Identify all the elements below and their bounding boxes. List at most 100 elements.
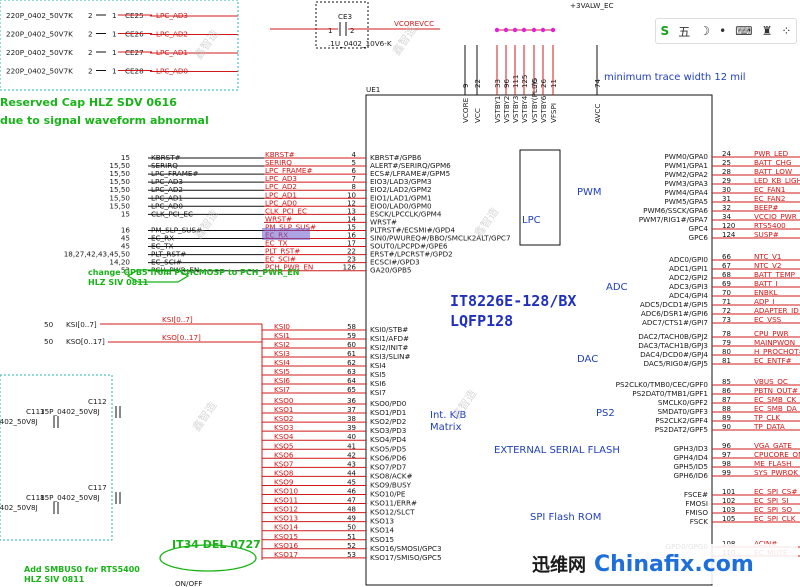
xref-label: 16 — [121, 225, 131, 234]
right-pin-name: PS2DAT2/GPF5 — [655, 425, 708, 434]
xref-label: 15,50 — [109, 201, 130, 210]
punctuation-icon[interactable]: • — [719, 24, 727, 38]
junction-dot — [494, 27, 500, 33]
right-net-label: SYS_PWROK — [754, 468, 798, 477]
power-pin-num: 11 — [550, 79, 558, 88]
power-pin-num: 33 — [494, 79, 502, 88]
left-pin-num: 126 — [343, 264, 357, 272]
right-pin-name: ADC1/GPI1 — [669, 264, 708, 273]
right-net-label: VCCIO_PWR — [754, 212, 797, 221]
watermark-text: 鑫智造 — [189, 399, 219, 434]
right-net-label: VGA_GATE — [754, 441, 792, 450]
power-pin-name: VSTBY(PLL)5 — [530, 78, 539, 123]
ksi-pin-num: 64 — [347, 377, 356, 385]
right-net-label: EC_FAN1 — [754, 185, 786, 194]
right-pin-name: PWM5/GPA5 — [664, 197, 708, 206]
kso-pin-name: KSO8/ACK# — [370, 471, 412, 480]
right-net-label: SUSP# — [754, 230, 779, 239]
kso-pin-num: 39 — [347, 424, 356, 432]
right-pin-name: GPH5/ID5 — [673, 462, 708, 471]
right-pin-name: ADC5/DCD1#/GPI5 — [640, 300, 708, 309]
wubi-mode-button[interactable]: 五 — [678, 24, 691, 39]
keyboard-icon[interactable]: ⌨ — [735, 24, 753, 38]
kso-net: KSO5 — [274, 441, 294, 450]
right-pin-num: 97 — [722, 451, 731, 459]
skin-icon[interactable]: ♜ — [761, 24, 773, 38]
cap-pin: 1 — [112, 11, 117, 20]
block-flash: EXTERNAL SERIAL FLASH — [494, 445, 620, 456]
xref-label: 15 — [121, 153, 130, 162]
kso-pin-name: KSO14 — [370, 526, 395, 535]
right-pin-name: GPC6 — [689, 233, 709, 242]
ksi-pin-num: 59 — [347, 332, 356, 340]
cap-value-left: 15P_0402_50V8J — [40, 407, 100, 416]
power-pin-num: 9 — [462, 84, 470, 88]
right-pin-num: 102 — [722, 497, 735, 505]
junction-dot — [540, 27, 546, 33]
cap-pin: 2 — [88, 30, 93, 39]
right-pin-num: 68 — [722, 271, 731, 279]
kso-net: KSO13 — [274, 514, 298, 523]
ksi-pin-num: 58 — [347, 323, 356, 331]
right-pin-num: 67 — [722, 262, 731, 270]
kso-net: KSO14 — [274, 523, 299, 532]
left-pin-name: WRST# — [370, 217, 397, 226]
ce3-box — [315, 1, 369, 49]
ksi-pin-name: KSI6 — [370, 379, 386, 388]
ce3-value: .1U_0402_10V6-K — [328, 39, 392, 48]
left-net-label: SERIRQ — [265, 158, 292, 167]
left-net-label: EC_SCI# — [265, 255, 296, 264]
kso-sheet-label: KSO[0..17] — [162, 333, 201, 342]
moon-icon[interactable]: ☽ — [699, 24, 711, 38]
xref-label: 18,27,42,43,45,50 — [64, 250, 131, 259]
kso-pin-name: KSO2/PD2 — [370, 417, 406, 426]
kso-pin-name: KSO1/PD1 — [370, 408, 406, 417]
right-pin-num: 105 — [722, 515, 735, 523]
right-pin-name: ADC7/CTS1#/GPI7 — [642, 318, 708, 327]
change-note-2: HLZ SIV 0811 — [88, 278, 149, 287]
kso-pin-num: 53 — [347, 551, 356, 559]
ksi-pin-name: KSI2/INIT# — [370, 343, 408, 352]
right-pin-name: FMISO — [685, 508, 708, 517]
ime-toolbar[interactable]: S 五 ☽ • ⌨ ♜ ⁘ — [655, 18, 797, 44]
right-net-label: VBUS_OC — [754, 377, 788, 386]
ksi-pin-num: 60 — [347, 341, 356, 349]
power-pin-name: VCC — [473, 108, 482, 123]
left-pin-name: EIO1/LAD1/GPM1 — [370, 193, 432, 202]
left-pin-name: GA20/GPB5 — [370, 266, 411, 275]
kso-pin-name: KSO15 — [370, 535, 394, 544]
left-pin-num: 6 — [352, 167, 357, 175]
right-net-label: BATT_I — [754, 279, 778, 288]
ksi-pin-num: 61 — [347, 350, 356, 358]
chip-name: IT8226E-128/BX — [450, 292, 576, 310]
cap-ref-left: C117 — [88, 483, 107, 492]
kso-net: KSO4 — [274, 432, 294, 441]
junction-dot — [512, 27, 518, 33]
cap-ref-left: C112 — [88, 397, 107, 406]
left-pin-num: 13 — [347, 207, 356, 215]
right-pin-name: PS2DAT0/TMB1/GPF1 — [632, 389, 708, 398]
right-pin-num: 32 — [722, 204, 731, 212]
kso-pin-num: 40 — [347, 433, 356, 441]
vcorevcc-label: VCOREVCC — [394, 19, 434, 28]
grid-menu-icon[interactable]: ⁘ — [781, 24, 792, 38]
right-pin-name: PWM3/GPA3 — [664, 179, 708, 188]
cap-value-left: 15P_0402_50V8J — [0, 503, 38, 512]
right-pin-name: DAC3/TACH1B/GPJ3 — [638, 341, 708, 350]
del-ellipse — [159, 544, 257, 572]
right-net-label: PBTN_OUT# — [754, 386, 798, 395]
power-pin-num: 76 — [531, 79, 539, 88]
left-pin-name: PLTRST#/ECSMI#/GPD4 — [370, 225, 455, 234]
right-net-label: EC_SMB_CK — [754, 395, 796, 404]
sogou-s-icon[interactable]: S — [660, 24, 670, 38]
xref-label: 53 — [121, 266, 130, 275]
junction-dot — [503, 27, 509, 33]
block-ps2: PS2 — [596, 408, 615, 419]
right-pin-name: PS2CLK2/GPF4 — [655, 416, 708, 425]
left-net-label: PCH_PWR_EN — [265, 263, 313, 272]
right-net-label: EC_SPI_CLK — [754, 514, 796, 523]
right-pin-name: PWM6/SSCK/GPA6 — [643, 206, 708, 215]
left-net-label: LPC_FRAME# — [265, 166, 312, 175]
power-pin-num: 111 — [512, 75, 520, 88]
left-pin-name: ESCK/LPCCLK/GPM4 — [370, 209, 442, 218]
